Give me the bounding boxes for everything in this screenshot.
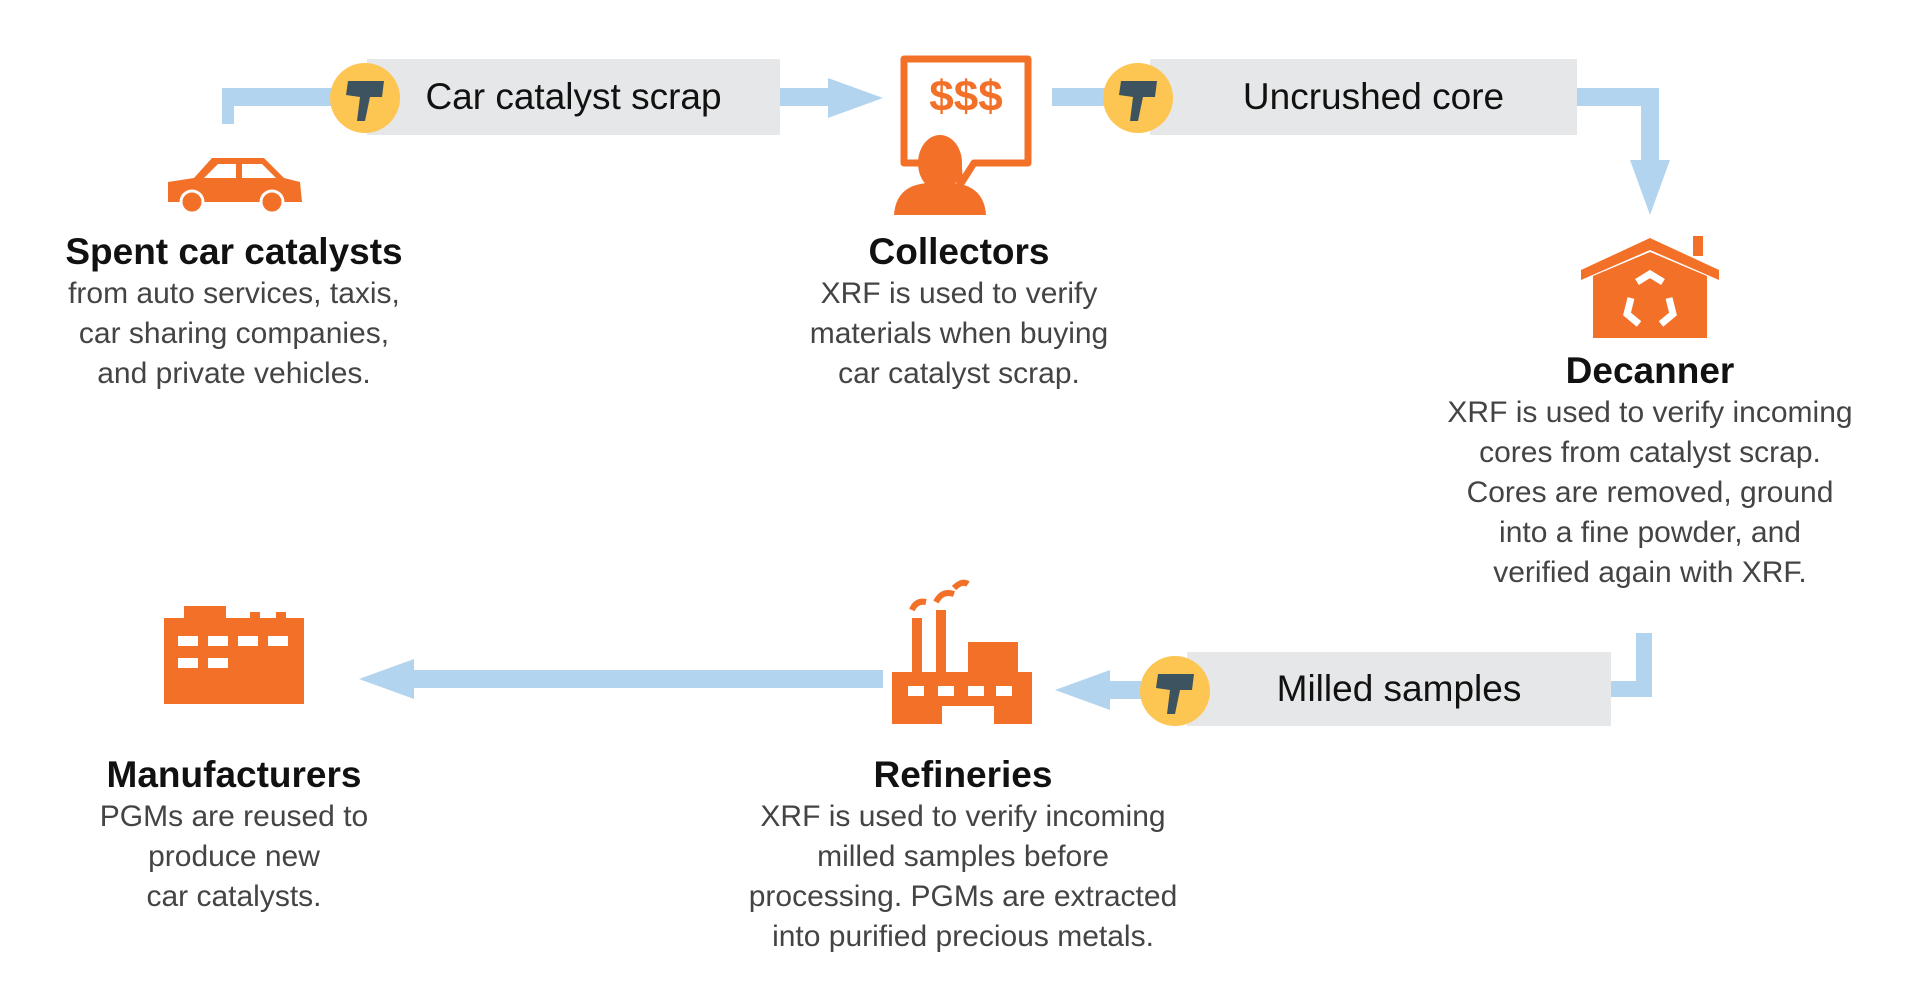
arrow-down-icon	[1630, 160, 1670, 215]
node-spent-car-catalysts: Spent car catalysts from auto services, …	[65, 230, 402, 394]
flow-label-car-catalyst-scrap: Car catalyst scrap	[367, 59, 780, 135]
node-title: Refineries	[873, 754, 1053, 795]
node-text: Cores are removed, ground	[1466, 476, 1834, 509]
node-refineries: Refineries XRF is used to verify incomin…	[749, 753, 1178, 957]
node-text: car catalysts.	[146, 880, 322, 913]
flow-label-text: Milled samples	[1276, 668, 1522, 709]
node-text: into purified precious metals.	[772, 920, 1154, 953]
node-text: cores from catalyst scrap.	[1479, 436, 1821, 469]
money-sign: $$$	[929, 72, 1002, 121]
flow-pipe	[1605, 681, 1652, 697]
arrow-right-icon	[828, 78, 883, 118]
flow-pipe	[410, 670, 883, 688]
arrow-left-icon	[1055, 670, 1110, 710]
xrf-analyzer-badge	[1140, 656, 1210, 726]
flow-pipe	[1577, 88, 1659, 106]
flow-label-text: Car catalyst scrap	[425, 76, 722, 117]
node-title: Manufacturers	[106, 754, 362, 795]
collector-person-icon: $$$	[894, 55, 1032, 215]
xrf-analyzer-badge	[330, 63, 400, 133]
node-text: PGMs are reused to	[99, 800, 369, 833]
node-text: into a fine powder, and	[1499, 516, 1801, 549]
xrf-analyzer-icon	[1156, 674, 1194, 714]
node-manufacturers: Manufacturers PGMs are reused to produce…	[100, 753, 368, 917]
node-title: Collectors	[868, 231, 1050, 272]
node-text: car sharing companies,	[78, 317, 390, 350]
node-text: produce new	[148, 840, 320, 873]
node-title: Spent car catalysts	[65, 231, 403, 272]
flow-pipe	[1641, 88, 1659, 168]
node-text: materials when buying	[809, 317, 1109, 350]
flow-pipe	[780, 88, 830, 106]
node-text: and private vehicles.	[97, 357, 371, 390]
car-icon	[168, 158, 302, 215]
flow-pipe	[1052, 88, 1112, 106]
flow-label-uncrushed-core: Uncrushed core	[1150, 59, 1577, 135]
xrf-analyzer-icon	[346, 81, 384, 121]
flow-label-text: Uncrushed core	[1242, 76, 1505, 117]
xrf-analyzer-badge	[1103, 63, 1173, 133]
node-collectors: Collectors XRF is used to verify materia…	[810, 230, 1109, 394]
flow-label-milled-samples: Milled samples	[1187, 652, 1611, 726]
node-text: verified again with XRF.	[1493, 556, 1807, 589]
node-text: processing. PGMs are extracted	[748, 880, 1178, 913]
recycling-house-icon	[1581, 236, 1719, 338]
node-text: milled samples before	[817, 840, 1109, 873]
refinery-icon	[892, 579, 1032, 724]
arrow-left-icon	[359, 659, 414, 699]
factory-icon	[164, 606, 304, 704]
node-decanner: Decanner XRF is used to verify incoming …	[1447, 349, 1852, 593]
node-text: XRF is used to verify incoming	[760, 800, 1166, 833]
node-text: car catalyst scrap.	[838, 357, 1080, 390]
xrf-analyzer-icon	[1119, 81, 1157, 121]
node-title: Decanner	[1565, 350, 1735, 391]
node-text: XRF is used to verify	[820, 277, 1098, 310]
node-text: XRF is used to verify incoming	[1447, 396, 1853, 429]
node-text: from auto services, taxis,	[68, 277, 400, 310]
